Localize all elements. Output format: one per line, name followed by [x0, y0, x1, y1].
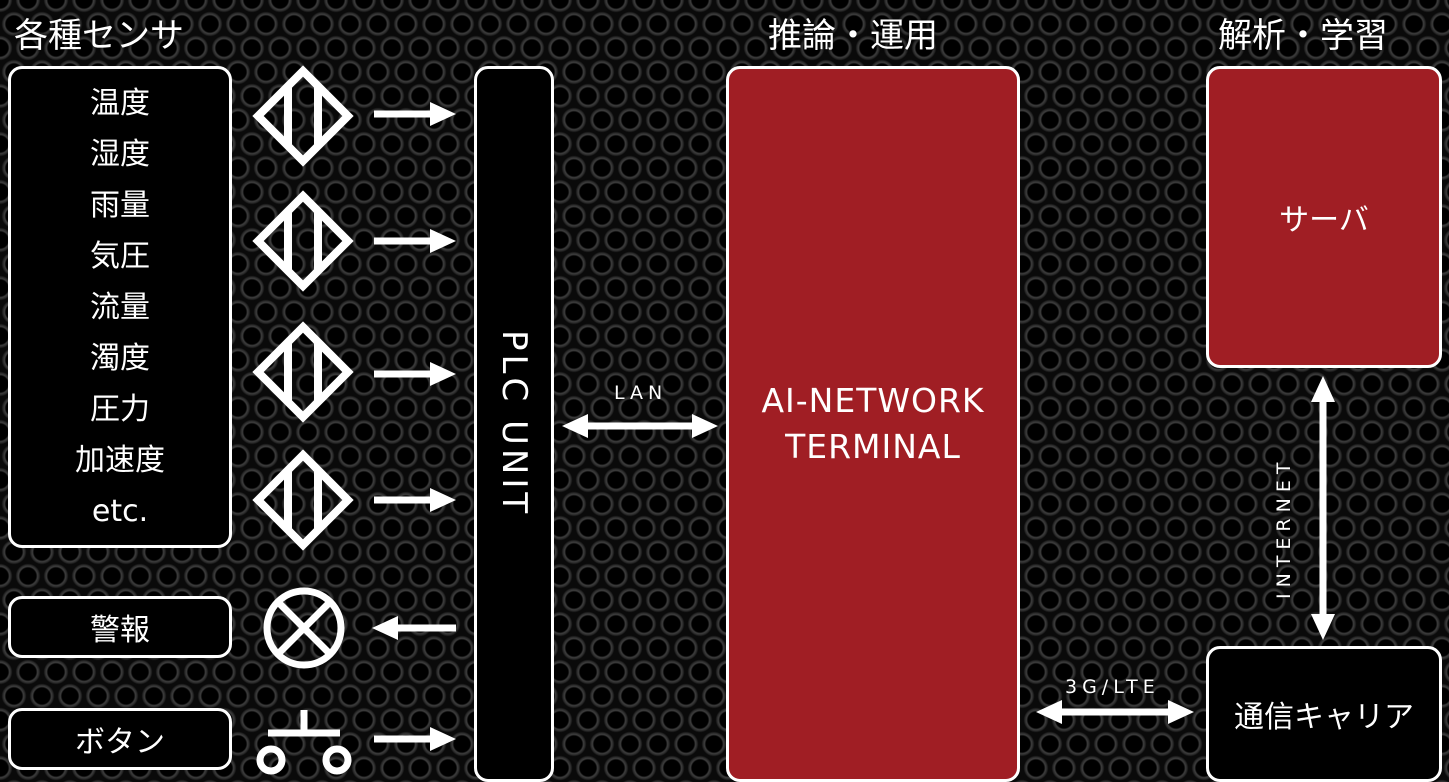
sensor-list-box: 温度 湿度 雨量 気圧 流量 濁度 圧力 加速度 etc. [8, 66, 232, 548]
carrier-label: 通信キャリア [1234, 700, 1414, 735]
sensor-item: 湿度 [90, 136, 150, 172]
sensor-icon [258, 455, 348, 545]
server-label: サーバ [1279, 203, 1369, 238]
push-button-switch-icon [256, 710, 352, 775]
arrow-right-icon [374, 727, 456, 751]
section-title-analysis: 解析・学習 [1218, 16, 1388, 56]
terminal-label-line2: TERMINAL [785, 427, 961, 466]
alarm-lamp-icon [263, 587, 345, 669]
plc-unit-box: PLC UNIT [474, 66, 554, 782]
mobile-double-arrow-icon [1036, 700, 1194, 724]
ai-network-terminal-box: AI-NETWORK TERMINAL [726, 66, 1020, 782]
arrow-right-icon [374, 488, 456, 512]
sensor-item: 濁度 [90, 340, 150, 376]
mobile-link-label: 3G/LTE [1065, 676, 1160, 698]
sensor-icon [258, 327, 348, 417]
carrier-box: 通信キャリア [1206, 646, 1442, 782]
button-box: ボタン [8, 708, 232, 770]
terminal-label-line1: AI-NETWORK [761, 381, 985, 420]
arrow-right-icon [374, 229, 456, 253]
sensor-icon [258, 196, 348, 286]
sensor-item: 加速度 [75, 442, 165, 478]
arrow-left-icon [372, 616, 456, 640]
sensor-item: 雨量 [90, 187, 150, 223]
sensor-item: 温度 [90, 85, 150, 121]
arrow-right-icon [374, 362, 456, 386]
server-box: サーバ [1206, 66, 1442, 368]
sensor-icon [258, 71, 348, 161]
arrow-right-icon [374, 102, 456, 126]
sensor-item: 流量 [90, 289, 150, 325]
button-label: ボタン [75, 725, 165, 760]
internet-double-arrow-icon [1311, 376, 1335, 640]
alarm-label: 警報 [90, 613, 150, 648]
section-title-inference: 推論・運用 [768, 16, 938, 56]
sensor-item: etc. [91, 493, 149, 529]
plc-unit-label: PLC UNIT [494, 330, 534, 518]
sensor-item: 圧力 [90, 391, 150, 427]
alarm-box: 警報 [8, 596, 232, 658]
lan-label: LAN [614, 382, 668, 404]
lan-double-arrow-icon [562, 414, 718, 438]
sensor-item: 気圧 [90, 238, 150, 274]
section-title-sensors: 各種センサ [14, 16, 184, 56]
